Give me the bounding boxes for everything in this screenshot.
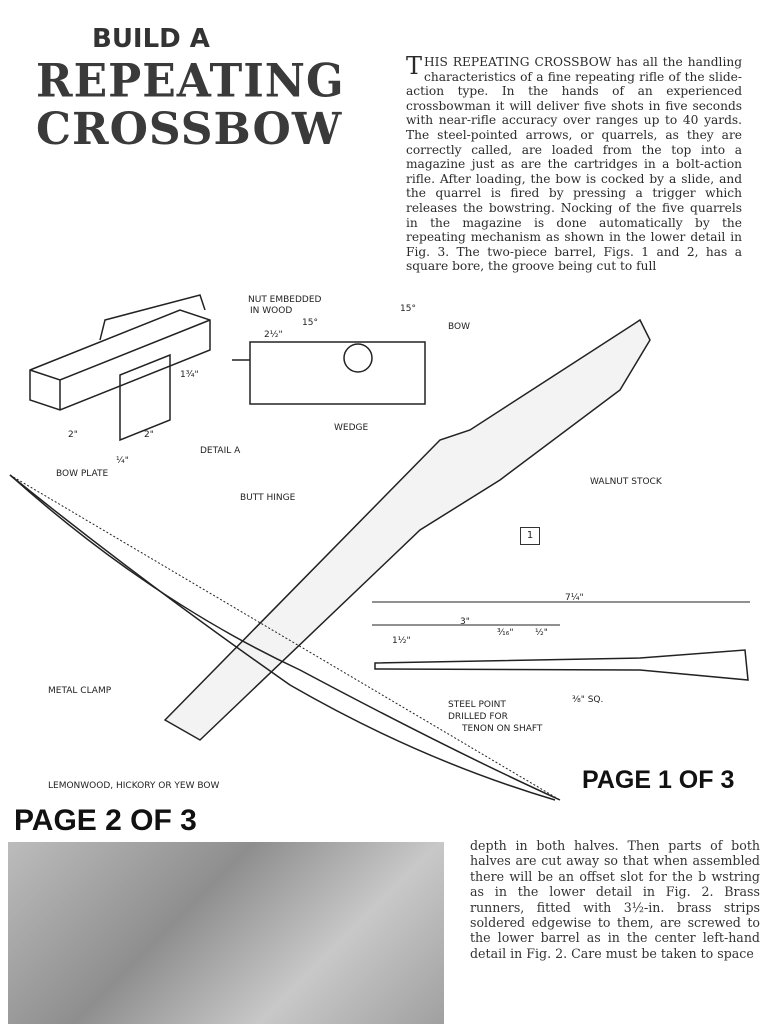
- label-detail-a: DETAIL A: [200, 446, 241, 456]
- title-build-a: BUILD A: [92, 24, 210, 54]
- label-dim-3-8sq: ⅜" SQ.: [572, 695, 604, 705]
- label-tenon: TENON ON SHAFT: [462, 724, 543, 734]
- label-nut: NUT EMBEDDED: [248, 295, 322, 305]
- label-dim-half: ½": [535, 628, 548, 638]
- bow-plate: [119, 353, 171, 442]
- label-bow: BOW: [448, 322, 470, 332]
- title-crossbow: CROSSBOW: [36, 104, 343, 155]
- label-butt-hinge: BUTT HINGE: [240, 493, 296, 503]
- wedge-detail: [249, 341, 426, 405]
- quarrel: [374, 649, 749, 681]
- crossbow-photo: [8, 842, 444, 1024]
- detail-a-top: [99, 294, 206, 341]
- page-1-marker: PAGE 1 OF 3: [582, 766, 735, 794]
- label-dim-quarter: ¼": [116, 456, 129, 466]
- detail-a-block: [29, 309, 211, 411]
- label-metal-clamp: METAL CLAMP: [48, 686, 112, 696]
- figure-number: 1: [520, 527, 540, 545]
- label-bow-plate: BOW PLATE: [56, 469, 109, 479]
- crossbow-illustration: [9, 294, 750, 801]
- label-drilled-for: DRILLED FOR: [448, 712, 508, 722]
- label-steel-point: STEEL POINT: [448, 700, 506, 710]
- label-wedge: WEDGE: [334, 423, 369, 433]
- dimension-lines: [372, 601, 750, 626]
- label-dim-3-16: ³⁄₁₆": [497, 628, 514, 638]
- bow-section: [343, 343, 373, 373]
- label-dim-2half: 2½": [264, 330, 283, 340]
- continuation-paragraph: depth in both halves. Then parts of both…: [470, 838, 760, 961]
- label-dim-3: 3": [460, 617, 470, 627]
- stock: [163, 318, 651, 741]
- label-bow-wood: LEMONWOOD, HICKORY OR YEW BOW: [48, 781, 220, 791]
- bowstring: [9, 474, 561, 801]
- label-angle2: 15°: [400, 304, 416, 314]
- label-dim-1half: 1½": [392, 636, 411, 646]
- drop-cap: T: [406, 52, 423, 80]
- label-dim-1three4: 1¾": [180, 370, 199, 380]
- label-walnut-stock: WALNUT STOCK: [590, 477, 662, 487]
- label-dim-7quarter: 7¼": [565, 593, 584, 603]
- title-repeating: REPEATING: [36, 54, 345, 109]
- label-dim-2a: 2": [68, 430, 78, 440]
- bow-limb-inner: [9, 474, 556, 801]
- intro-text: HIS REPEATING CROSSBOW has all the handl…: [406, 55, 742, 274]
- label-dim-2b: 2": [144, 430, 154, 440]
- bow-limb: [9, 474, 561, 801]
- page-2-marker: PAGE 2 OF 3: [14, 804, 197, 837]
- label-nut2: IN WOOD: [250, 306, 293, 316]
- label-angle1: 15°: [302, 318, 318, 328]
